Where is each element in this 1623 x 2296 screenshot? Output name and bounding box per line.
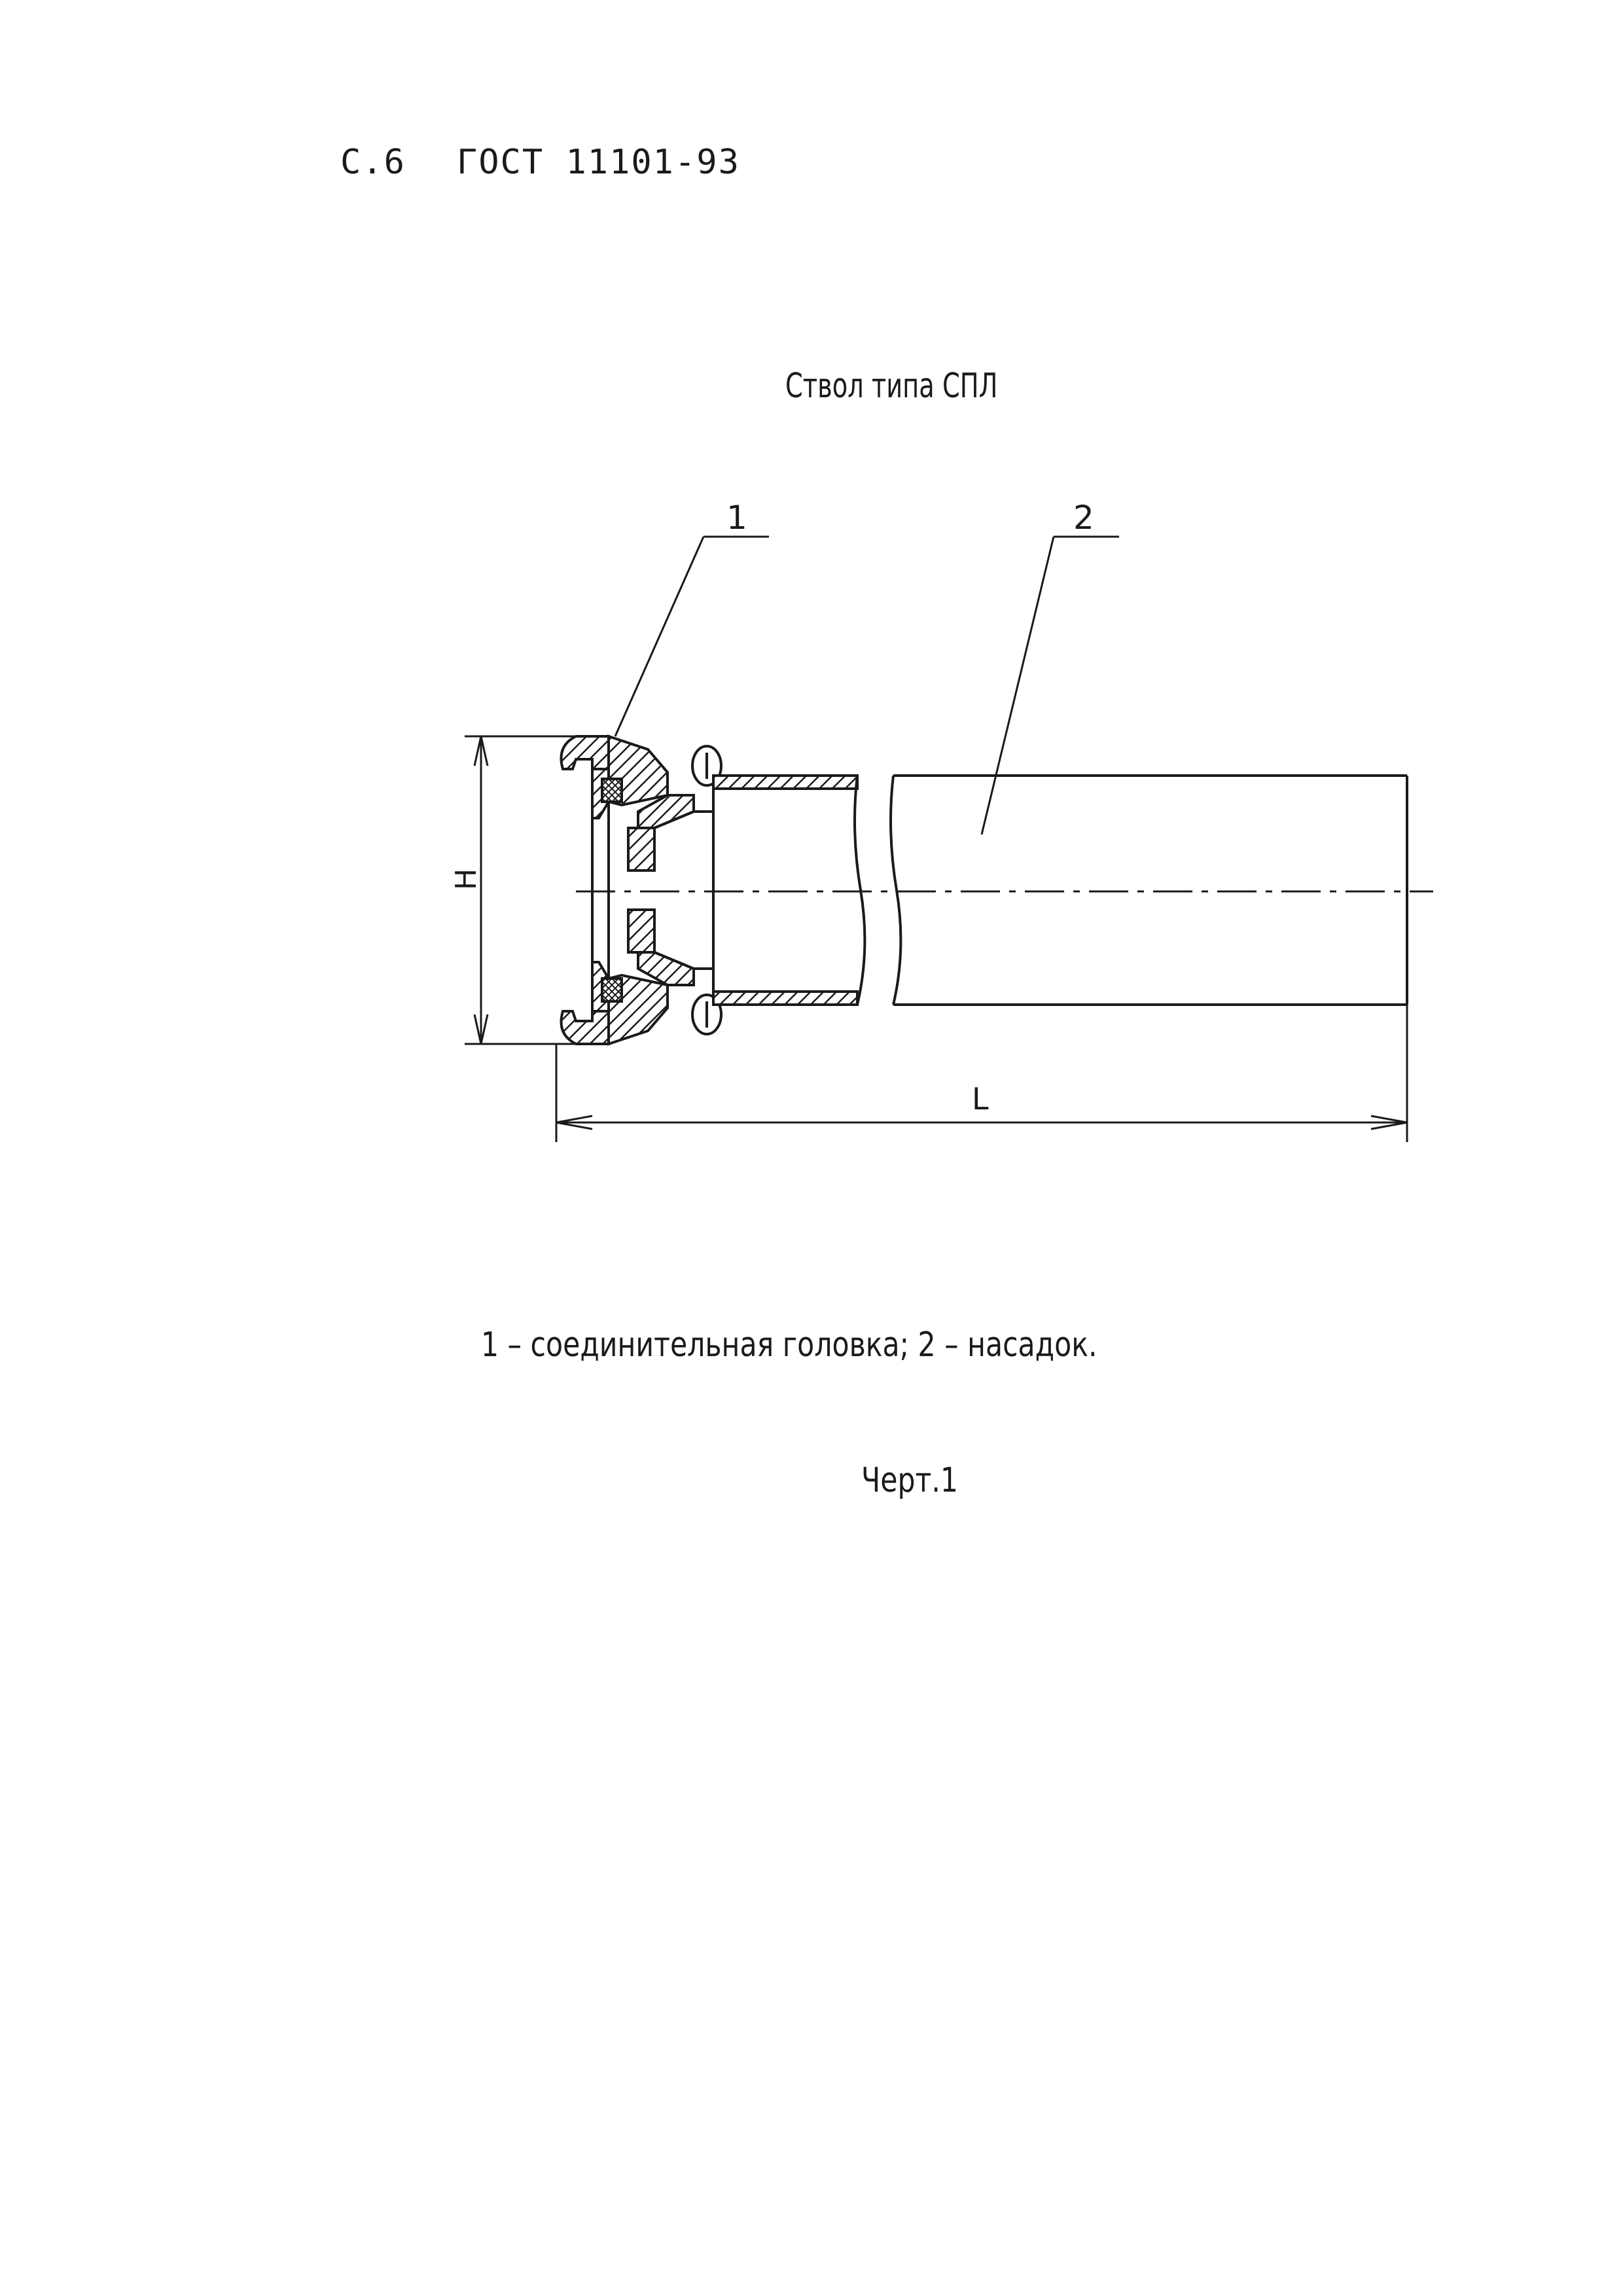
callout-1: 1: [726, 499, 747, 537]
figure-caption: Черт.1: [861, 1461, 959, 1500]
callout-2: 2: [1073, 499, 1094, 537]
dimension-l: [555, 1005, 1408, 1142]
dimension-h-label: H: [450, 869, 483, 890]
connection-head: [560, 734, 859, 1046]
dimension-h: [465, 735, 609, 1045]
drawing-legend: 1 – соединительная головка; 2 – насадок.: [481, 1325, 1097, 1365]
standard-code: ГОСТ 11101-93: [456, 143, 740, 182]
nozzle-body: [893, 774, 1408, 1006]
leader-1: [614, 535, 769, 737]
dimension-l-label: L: [972, 1081, 989, 1117]
leader-2: [980, 535, 1119, 835]
drawing-title: Ствол типа СПЛ: [785, 367, 998, 406]
page-number: С.6: [340, 143, 406, 182]
page-header: С.6 ГОСТ 11101-93: [340, 143, 740, 182]
